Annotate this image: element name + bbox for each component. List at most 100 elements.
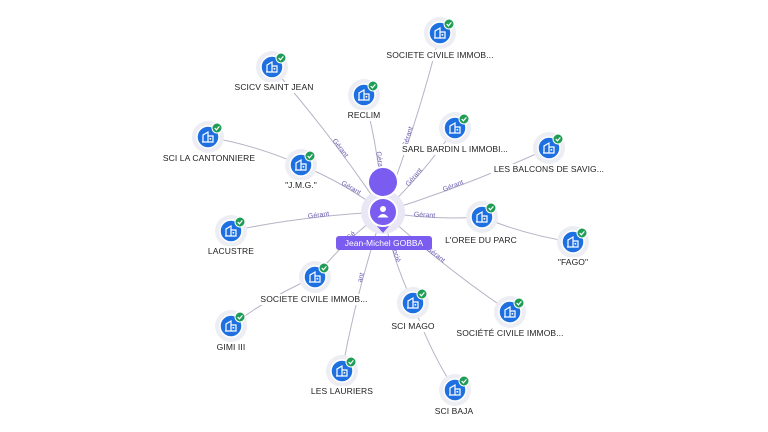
verified-badge — [234, 216, 246, 228]
company-node-societe-civile-right[interactable]: SOCIÉTÉ CIVILE IMMOB... — [453, 296, 567, 339]
center-node-pin — [367, 166, 399, 198]
check-icon — [488, 206, 494, 211]
company-node-fago[interactable]: "FAGO" — [554, 226, 592, 268]
company-node-sci-la-cantonniere[interactable]: SCI LA CANTONNIERE — [159, 121, 259, 164]
building-icon — [225, 224, 237, 237]
company-label: LES BALCONS DE SAVIG... — [494, 164, 604, 174]
building-icon — [202, 130, 214, 143]
edge-label-jmg: Gérant — [340, 180, 362, 197]
company-label: SCI MAGO — [391, 321, 435, 331]
company-label: "FAGO" — [558, 257, 588, 267]
verified-badge — [318, 262, 330, 274]
building-icon — [358, 88, 370, 101]
edge-label-loree-du-parc: Gérant — [414, 211, 436, 219]
company-label: SCICV SAINT JEAN — [235, 82, 314, 92]
company-label-bg — [490, 164, 608, 175]
building-icon — [543, 141, 555, 154]
company-label-bg — [399, 144, 512, 155]
company-label-bg — [431, 406, 477, 417]
check-icon — [419, 292, 425, 297]
company-label: SCI BAJA — [435, 406, 474, 416]
building-icon — [434, 26, 446, 39]
verified-badge — [367, 80, 379, 92]
verified-badge — [275, 52, 287, 64]
building-icon — [225, 319, 237, 332]
center-node[interactable]: Jean-Michel GOBBA — [336, 166, 432, 250]
company-node-jmg[interactable]: "J.M.G." — [282, 149, 320, 191]
edge-label-reclim: Gérant — [374, 151, 384, 173]
company-label: SOCIÉTÉ CIVILE IMMOB... — [456, 328, 563, 338]
company-node-societe-civile-top[interactable]: SOCIETE CIVILE IMMOB... — [383, 17, 497, 61]
building-icon — [504, 305, 516, 318]
check-icon — [321, 266, 327, 271]
check-icon — [237, 315, 243, 320]
company-node-gimi-iii[interactable]: GIMI III — [213, 310, 249, 353]
company-label-bg — [344, 110, 384, 121]
company-node-societe-civile-left[interactable]: SOCIETE CIVILE IMMOB... — [257, 261, 371, 305]
company-label: SOCIETE CIVILE IMMOB... — [260, 294, 367, 304]
company-node-les-lauriers[interactable]: LES LAURIERS — [307, 355, 376, 397]
company-label: SCI LA CANTONNIERE — [163, 153, 256, 163]
company-node-sarl-bardin[interactable]: SARL BARDIN L IMMOBI... — [399, 112, 512, 155]
verified-badge — [304, 150, 316, 162]
verified-badge — [234, 311, 246, 323]
company-node-scicv-saint-jean[interactable]: SCICV SAINT JEAN — [231, 51, 317, 93]
check-icon — [555, 137, 561, 142]
company-label-bg — [282, 180, 320, 191]
company-label-bg — [383, 50, 497, 61]
company-node-loree-du-parc[interactable]: L'OREE DU PARC — [442, 201, 520, 246]
check-icon — [446, 22, 452, 27]
edge-label-sarl-bardin: Gérant — [405, 167, 424, 188]
company-label-bg — [307, 386, 376, 397]
company-label-bg — [257, 294, 371, 305]
check-icon — [461, 117, 467, 122]
verified-badge — [485, 202, 497, 214]
check-icon — [348, 360, 354, 365]
company-label: GIMI III — [217, 342, 246, 352]
verified-badge — [552, 133, 564, 145]
verified-badge — [345, 356, 357, 368]
building-icon — [295, 158, 307, 171]
company-label-bg — [213, 342, 249, 353]
building-icon — [336, 364, 348, 377]
center-node-pin-tip — [377, 226, 389, 233]
company-label-bg — [442, 235, 520, 246]
company-label-bg — [554, 257, 592, 268]
company-node-lacustre[interactable]: LACUSTRE — [204, 215, 258, 257]
company-node-sci-mago[interactable]: SCI MAGO — [388, 287, 438, 332]
edge-label-les-lauriers: ant — [357, 272, 366, 283]
check-icon — [278, 56, 284, 61]
building-icon — [309, 270, 321, 283]
building-icon — [449, 383, 461, 396]
company-label: "J.M.G." — [285, 180, 317, 190]
edge-label-les-balcons: Gérant — [442, 179, 465, 193]
building-icon — [449, 121, 461, 134]
company-label-bg — [159, 153, 259, 164]
check-icon — [237, 220, 243, 225]
company-label: LES LAURIERS — [311, 386, 373, 396]
check-icon — [579, 231, 585, 236]
building-icon — [407, 296, 419, 309]
check-icon — [370, 84, 376, 89]
company-label-bg — [204, 246, 258, 257]
check-icon — [214, 126, 220, 131]
company-node-les-balcons[interactable]: LES BALCONS DE SAVIG... — [490, 132, 608, 175]
check-icon — [307, 154, 313, 159]
verified-badge — [513, 297, 525, 309]
company-label-bg — [231, 82, 317, 93]
company-label-bg — [453, 328, 567, 339]
edge-label-lacustre: Gérant — [308, 211, 330, 221]
company-label: RECLIM — [348, 110, 381, 120]
verified-badge — [576, 227, 588, 239]
company-label: L'OREE DU PARC — [445, 235, 517, 245]
company-label: SOCIETE CIVILE IMMOB... — [386, 50, 493, 60]
center-label: Jean-Michel GOBBA — [345, 238, 424, 248]
verified-badge — [458, 113, 470, 125]
person-icon — [377, 206, 389, 218]
company-label: LACUSTRE — [208, 246, 254, 256]
company-node-sci-baja[interactable]: SCI BAJA — [431, 374, 477, 417]
center-label-bg — [336, 236, 432, 250]
verified-badge — [416, 288, 428, 300]
company-node-reclim[interactable]: RECLIM — [344, 79, 384, 121]
verified-badge — [458, 375, 470, 387]
